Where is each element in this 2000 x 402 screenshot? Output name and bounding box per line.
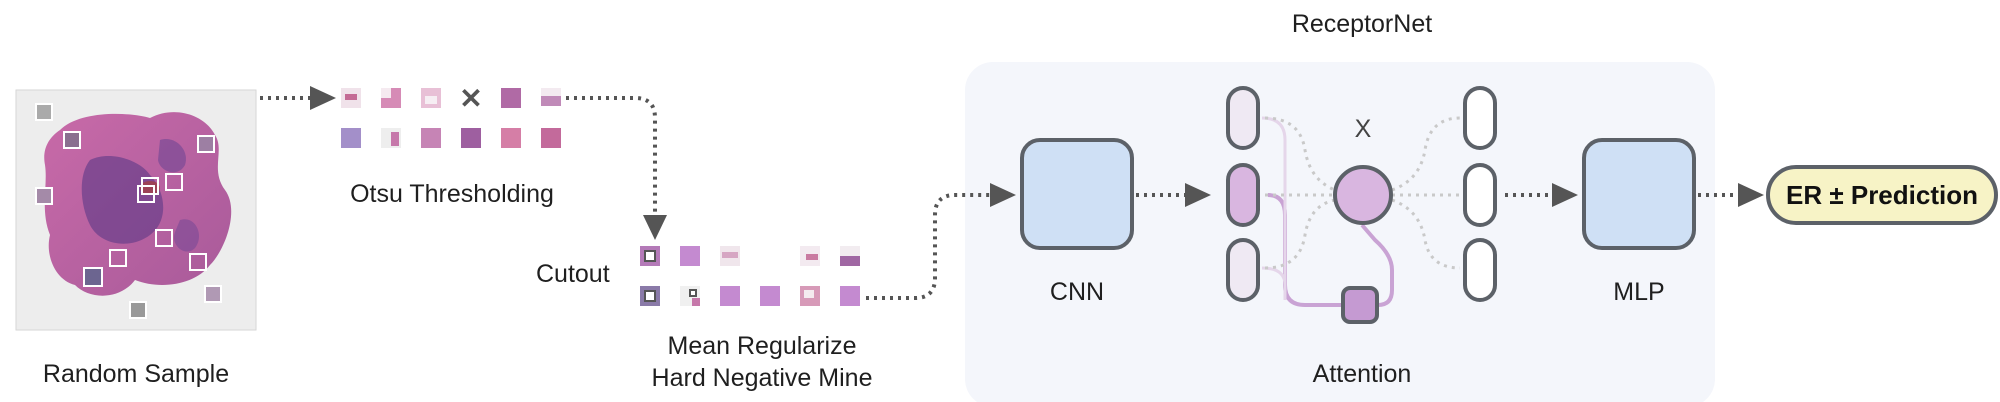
feature-vector-3 bbox=[1226, 238, 1260, 302]
cutout-label: Cutout bbox=[536, 260, 610, 288]
output-label: ER ± Prediction bbox=[1786, 180, 1978, 210]
cutout-tiles bbox=[640, 246, 860, 306]
mlp-block bbox=[1582, 138, 1696, 250]
hard-negative-label: Hard Negative Mine bbox=[651, 364, 873, 392]
otsu-tiles: ✕ bbox=[341, 83, 561, 148]
multiply-symbol: X bbox=[1354, 115, 1372, 143]
receptornet-panel bbox=[965, 62, 1715, 402]
weighted-vector-1 bbox=[1463, 86, 1497, 150]
mlp-label: MLP bbox=[1613, 278, 1665, 306]
mean-regularize-label: Mean Regularize bbox=[667, 332, 857, 360]
attention-circle bbox=[1333, 165, 1393, 225]
cnn-block bbox=[1020, 138, 1134, 250]
output-pill bbox=[1766, 165, 1998, 225]
weighted-vector-3 bbox=[1463, 238, 1497, 302]
attention-block bbox=[1341, 286, 1379, 324]
weighted-vector-2 bbox=[1463, 163, 1497, 227]
cnn-label: CNN bbox=[1049, 278, 1105, 306]
otsu-label: Otsu Thresholding bbox=[350, 180, 554, 208]
svg-text:✕: ✕ bbox=[459, 83, 482, 114]
receptornet-title: ReceptorNet bbox=[1291, 10, 1433, 38]
slide-image bbox=[15, 89, 257, 331]
feature-vector-2 bbox=[1226, 163, 1260, 227]
feature-vector-1 bbox=[1226, 86, 1260, 150]
random-sample-label: Random Sample bbox=[42, 360, 230, 388]
attention-label: Attention bbox=[1312, 360, 1412, 388]
